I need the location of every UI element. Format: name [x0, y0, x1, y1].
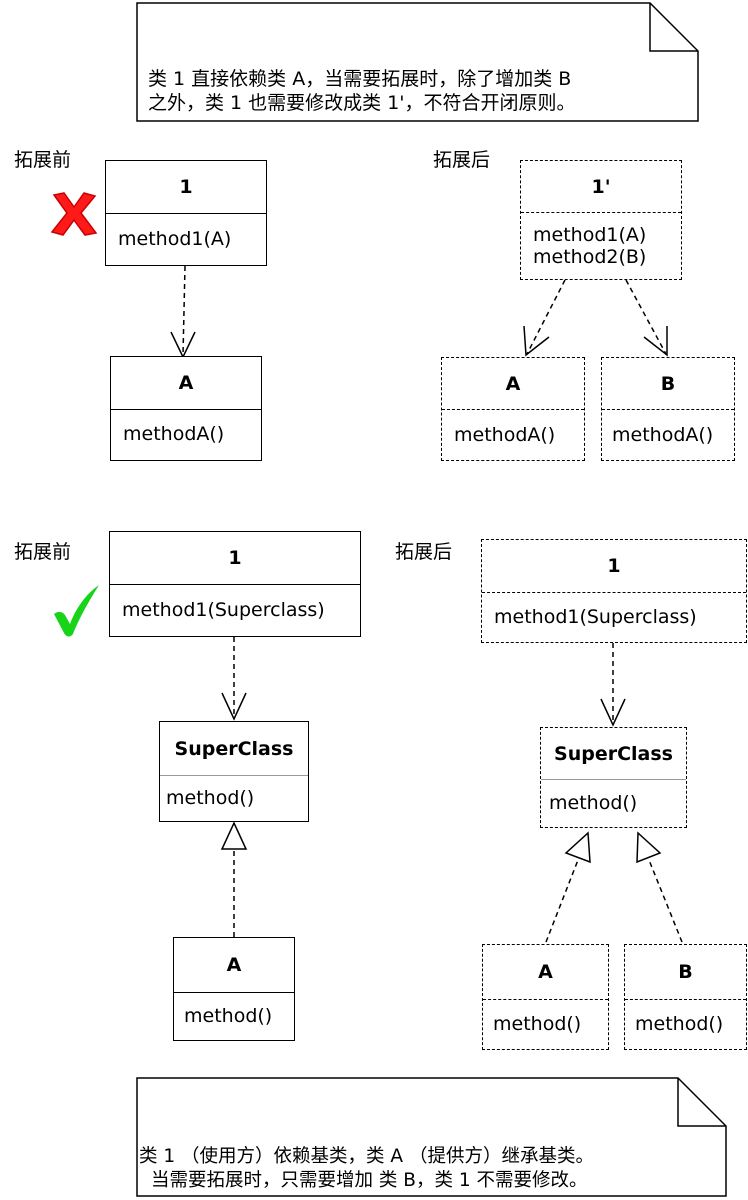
top-note-shape [136, 2, 699, 122]
class-methods: method() [541, 779, 686, 827]
superclass-box-after[interactable]: SuperClass method() [540, 727, 687, 828]
class-1-box-2-after[interactable]: 1 method1(Superclass) [481, 539, 747, 643]
inheritance-B-to-superclass-after [648, 859, 683, 943]
method-text: methodA() [612, 423, 714, 446]
class-A-box[interactable]: A methodA() [110, 356, 262, 461]
class-name: B [625, 945, 746, 1000]
class-name: 1 [106, 161, 266, 214]
class-methods: methodA() [111, 408, 261, 460]
class-name: SuperClass [541, 728, 686, 780]
method-text: method() [549, 792, 638, 814]
hollow-triangle-arrowhead [564, 831, 591, 864]
label-before-1: 拓展前 [14, 149, 72, 171]
open-arrowhead [170, 331, 196, 359]
bottom-note-fold [677, 1078, 726, 1127]
bottom-note-text: 类 1 （使用方）依赖基类，类 A （提供方）继承基类。 当需要拓展时，只需要增… [139, 1145, 594, 1193]
label-before-2: 拓展前 [14, 541, 72, 563]
class-A-box-2[interactable]: A method() [173, 937, 295, 1041]
dependency-1p-to-B [625, 279, 667, 355]
superclass-box[interactable]: SuperClass method() [159, 721, 309, 822]
class-name: A [111, 357, 261, 410]
method-text: method() [493, 1013, 582, 1035]
class-name: B [602, 358, 734, 410]
method-text: method2(B) [533, 245, 647, 268]
open-arrowhead [523, 325, 550, 357]
class-name: SuperClass [160, 722, 308, 776]
method-text: method() [635, 1013, 724, 1035]
class-methods: method() [174, 992, 294, 1040]
class-B-box-after[interactable]: B methodA() [601, 357, 735, 461]
class-1-prime-box[interactable]: 1' method1(A) method2(B) [520, 160, 682, 280]
method-text: method() [166, 787, 255, 809]
label-after-1: 拓展后 [433, 149, 491, 171]
class-A-box-2-after[interactable]: A method() [482, 944, 609, 1050]
bottom-note-line2: 当需要拓展时，只需要增加 类 B，类 1 不需要修改。 [151, 1170, 588, 1191]
class-1-box-2[interactable]: 1 method1(Superclass) [109, 531, 361, 637]
method-text: methodA() [123, 423, 225, 445]
top-note-fold [649, 3, 698, 52]
bottom-note-line1: 类 1 （使用方）依赖基类，类 A （提供方）继承基类。 [139, 1146, 594, 1167]
class-1-box[interactable]: 1 method1(A) [105, 160, 267, 266]
bottom-note-shape [136, 1077, 727, 1197]
label-after-2: 拓展后 [395, 541, 453, 563]
class-methods: method() [160, 775, 308, 821]
class-B-box-2-after[interactable]: B method() [624, 944, 747, 1050]
method-text: method1(A) [118, 228, 232, 250]
top-note-line2: 之外，类 1 也需要修改成类 1'，不符合开闭原则。 [148, 92, 576, 114]
class-name: 1 [110, 532, 360, 585]
open-arrowhead [643, 326, 668, 357]
class-methods: method1(A) method2(B) [521, 212, 681, 279]
class-name: A [442, 358, 584, 410]
top-note-text: 类 1 直接依赖类 A，当需要拓展时，除了增加类 B 之外，类 1 也需要修改成… [148, 67, 576, 115]
green-check-icon [54, 585, 99, 637]
class-methods: methodA() [602, 409, 734, 460]
inheritance-A-to-superclass-after [545, 859, 579, 943]
method-text: method1(Superclass) [494, 606, 697, 628]
top-note-line1: 类 1 直接依赖类 A，当需要拓展时，除了增加类 B [148, 68, 572, 90]
open-arrowhead [600, 698, 626, 727]
class-name: 1 [482, 540, 746, 593]
class-methods: method1(Superclass) [110, 584, 360, 636]
class-methods: method() [483, 999, 608, 1049]
hollow-triangle-arrowhead [636, 831, 662, 864]
dependency-1p-to-A [526, 279, 566, 355]
class-name: A [483, 945, 608, 1000]
class-methods: method1(Superclass) [482, 592, 746, 642]
red-cross-icon [50, 192, 98, 236]
class-methods: methodA() [442, 409, 584, 460]
class-A-box-after[interactable]: A methodA() [441, 357, 585, 461]
hollow-triangle-arrowhead [220, 821, 248, 850]
class-name: A [174, 938, 294, 993]
class-methods: method() [625, 999, 746, 1049]
class-methods: method1(A) [106, 213, 266, 265]
dependency-1-to-A [182, 265, 186, 356]
method-text: method() [184, 1005, 273, 1027]
method-text: method1(A) [533, 223, 647, 246]
open-arrowhead [221, 692, 247, 721]
method-text: methodA() [454, 423, 556, 446]
method-text: method1(Superclass) [122, 599, 325, 621]
class-name: 1' [521, 161, 681, 213]
